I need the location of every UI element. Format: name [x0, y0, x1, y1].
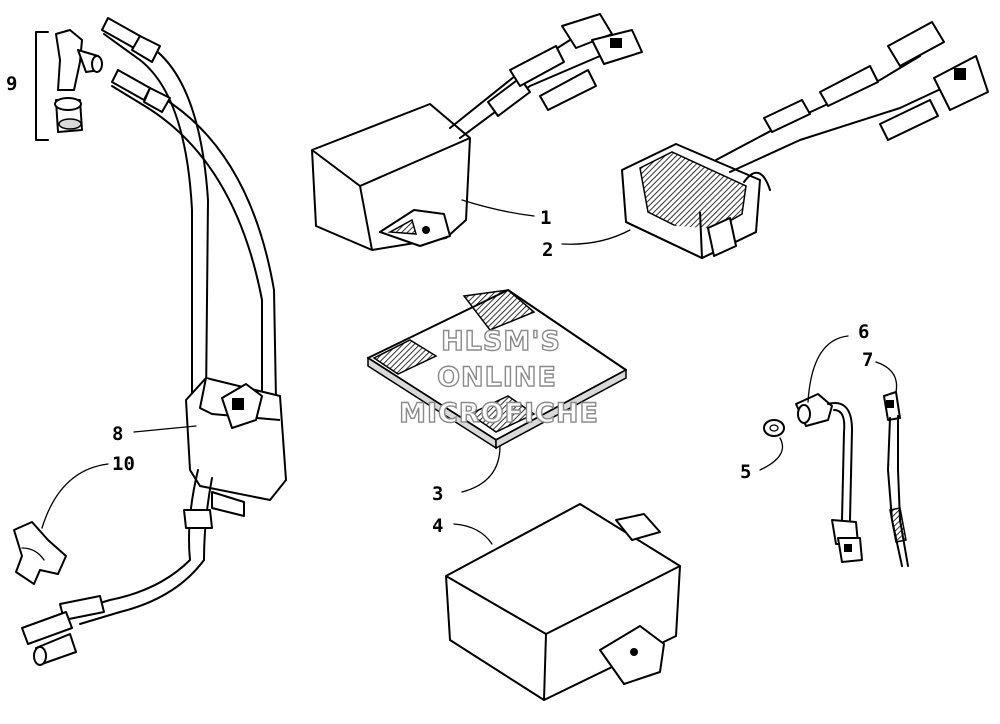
- watermark-line-3: MICROFICHE: [399, 398, 599, 429]
- callout-4: 4: [432, 515, 443, 537]
- watermark: HLSM'S ONLINE MICROFICHE: [398, 325, 599, 429]
- callout-3: 3: [432, 483, 443, 505]
- watermark-line-2: ONLINE: [437, 362, 557, 393]
- callout-1: 1: [540, 207, 551, 229]
- callout-5: 5: [740, 461, 751, 483]
- callout-10: 10: [112, 453, 135, 475]
- part-9-spark-plug-cap: [35, 29, 103, 141]
- part-10-clip: [13, 521, 67, 585]
- callout-6: 6: [858, 321, 869, 343]
- part-7-wire-lead: [883, 391, 909, 567]
- callout-7: 7: [862, 349, 873, 371]
- callout-2: 2: [542, 239, 553, 261]
- part-4-control-box: [445, 503, 681, 701]
- part-2-voltage-regulator: [621, 21, 989, 259]
- part-5-washer: [763, 419, 785, 437]
- callout-9: 9: [6, 73, 17, 95]
- part-1-cdi-module: [311, 13, 643, 251]
- watermark-line-1: HLSM'S: [441, 326, 561, 357]
- callout-8: 8: [112, 423, 123, 445]
- part-3-pad: [367, 289, 627, 450]
- part-8-ignition-coil: [21, 17, 287, 666]
- part-6-sensor: [795, 393, 863, 563]
